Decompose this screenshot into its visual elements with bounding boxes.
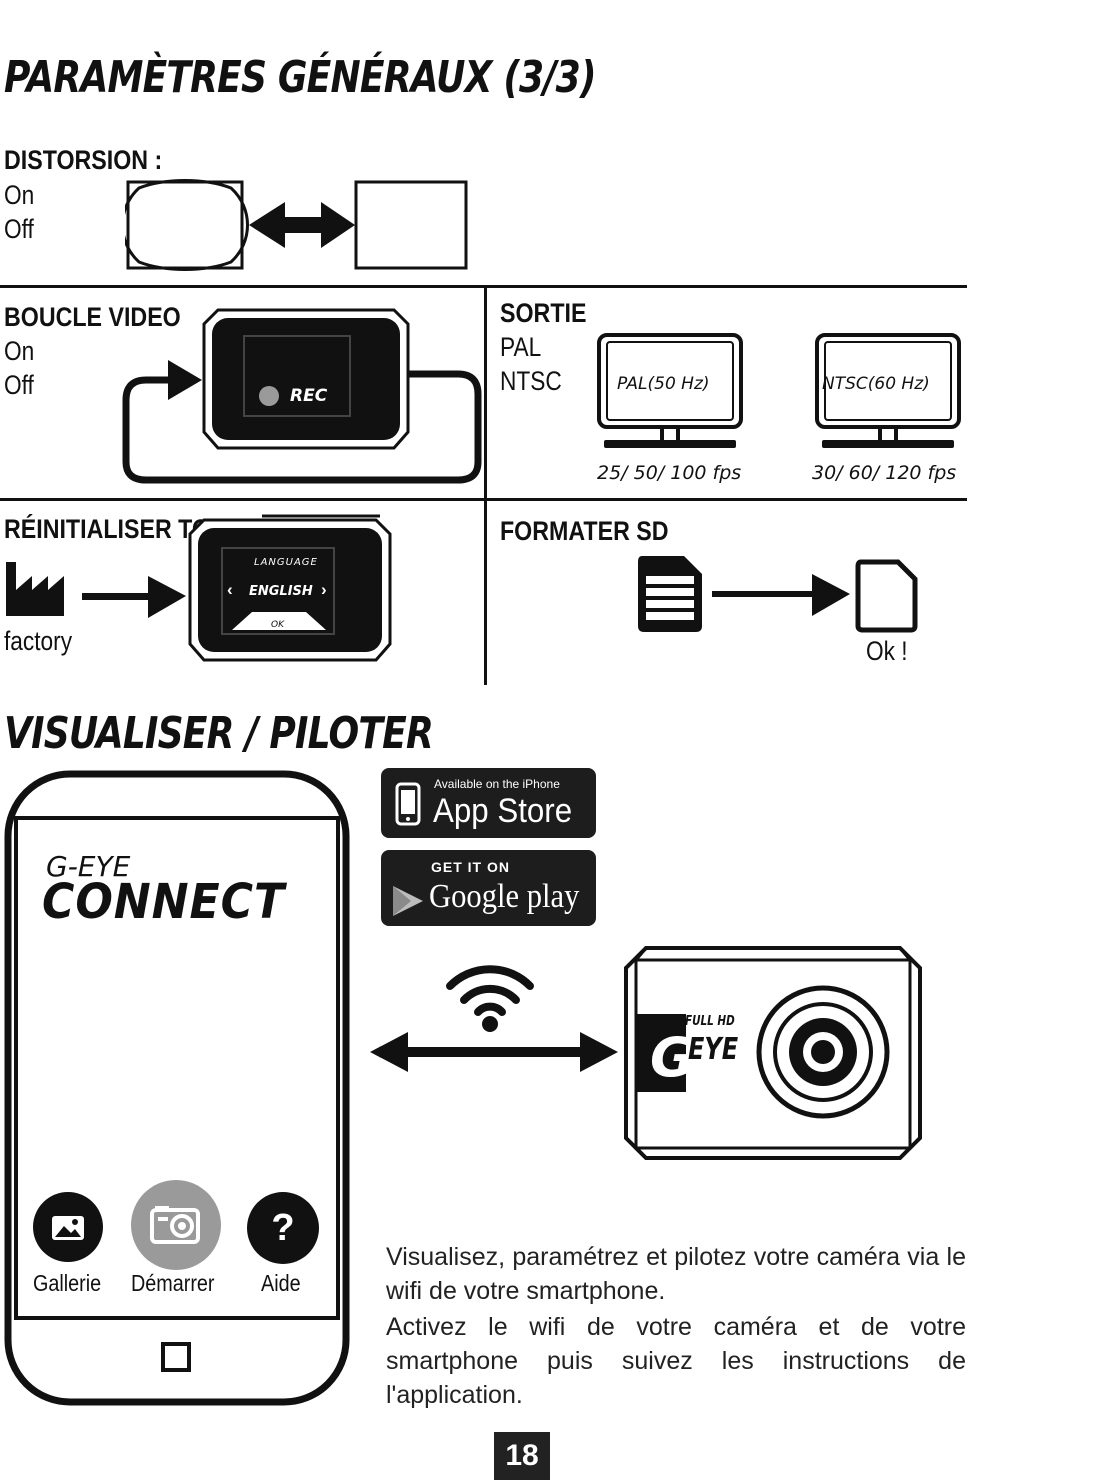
help-icon: ? [271, 1207, 295, 1249]
divider-1 [0, 285, 967, 288]
factory-label: factory [4, 626, 73, 656]
divider-2 [0, 498, 967, 501]
google-play-small: GET IT ON [431, 859, 510, 875]
camera-eye: EYE [688, 1032, 739, 1067]
action-camera-illustration [624, 946, 922, 1160]
section-title-view: VISUALISER / PILOTER [4, 708, 434, 759]
sortie-pal: PAL [500, 332, 542, 362]
screen-chevron-right-icon: › [321, 580, 327, 599]
fps-ntsc: 30/ 60/ 120 fps [812, 462, 957, 484]
app-brand-big: CONNECT [42, 874, 286, 930]
screen-ok: OK [271, 620, 284, 630]
iphone-icon [395, 782, 421, 826]
tv-pal-text: PAL(50 Hz) [617, 374, 710, 394]
app-store-big: App Store [433, 792, 573, 830]
distorsion-label: DISTORSION : [4, 145, 163, 175]
sd-card-full-icon [638, 556, 702, 632]
factory-icon [6, 562, 64, 616]
sd-card-empty-icon [855, 559, 918, 633]
gallery-button[interactable] [33, 1192, 103, 1262]
format-arrow [712, 574, 850, 616]
app-store-badge[interactable]: Available on the iPhone App Store [381, 768, 596, 838]
camera-fullhd: FULL HD [685, 1014, 735, 1029]
google-play-big: Google play [429, 878, 580, 915]
fps-pal: 25/ 50/ 100 fps [597, 462, 742, 484]
start-button[interactable] [131, 1180, 221, 1270]
tv-ntsc-text: NTSC(60 Hz) [822, 374, 930, 394]
page-number: 18 [494, 1432, 550, 1480]
camera-icon [150, 1206, 200, 1244]
screen-english: ENGLISH [249, 584, 313, 599]
rec-label: REC [290, 386, 328, 406]
boucle-off: Off [4, 370, 34, 400]
sortie-ntsc: NTSC [500, 366, 562, 396]
screen-chevron-left-icon: ‹ [227, 580, 233, 599]
boucle-video-label: BOUCLE VIDEO [4, 302, 181, 332]
help-label: Aide [261, 1270, 301, 1296]
sortie-label: SORTIE [500, 298, 587, 328]
boucle-on: On [4, 336, 35, 366]
home-button[interactable] [161, 1342, 191, 1372]
divider-vertical [484, 285, 487, 685]
distorsion-illustration [125, 179, 468, 271]
bidirectional-arrow [370, 1032, 618, 1072]
format-sd-label: FORMATER SD [500, 516, 669, 546]
distorsion-on: On [4, 180, 35, 210]
google-play-badge[interactable]: GET IT ON Google play [381, 850, 596, 926]
wifi-icon [446, 965, 534, 1032]
gallery-icon [52, 1216, 84, 1240]
google-play-icon [393, 886, 423, 916]
description-para-2: Activez le wifi de votre caméra et de vo… [386, 1313, 966, 1409]
tv-pal-icon [597, 333, 743, 448]
app-brand-small: G-EYE [46, 850, 131, 883]
reset-arrow [82, 576, 186, 618]
app-store-small: Available on the iPhone [434, 777, 560, 791]
screen-language: LANGUAGE [254, 557, 318, 568]
gallery-label: Gallerie [33, 1270, 102, 1296]
camera-g-logo: G [650, 1026, 695, 1089]
page-title: PARAMÈTRES GÉNÉRAUX (3/3) [4, 52, 596, 103]
distorsion-off: Off [4, 214, 34, 244]
start-label: Démarrer [131, 1270, 215, 1296]
reset-camera-illustration [188, 514, 392, 662]
description-para-1: Visualisez, paramétrez et pilotez votre … [386, 1243, 966, 1305]
tv-ntsc-icon [815, 333, 961, 448]
format-ok: Ok ! [866, 636, 908, 666]
loop-camera-illustration [122, 308, 482, 484]
help-button[interactable]: ? [247, 1192, 319, 1264]
